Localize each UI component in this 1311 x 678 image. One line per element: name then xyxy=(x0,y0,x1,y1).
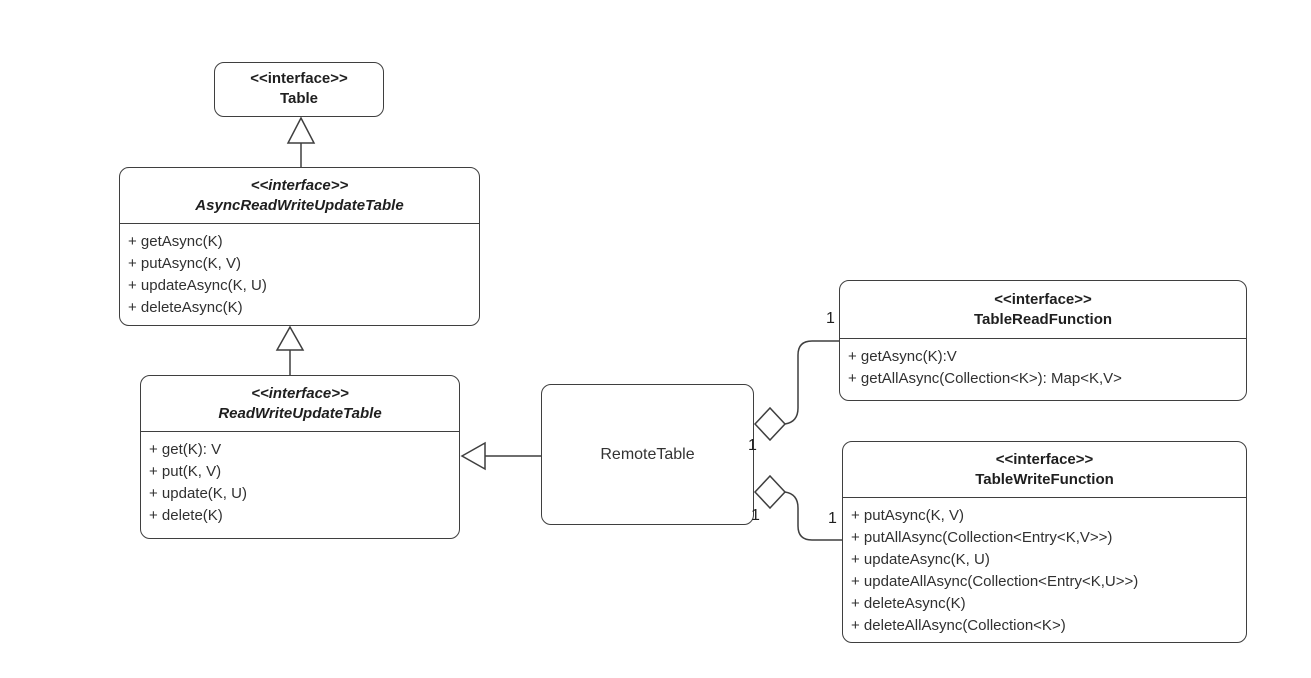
class-name: TableWriteFunction xyxy=(975,470,1114,488)
multiplicity-label-write-at-function: 1 xyxy=(828,510,837,527)
method: + get(K): V xyxy=(149,441,222,458)
class-name: AsyncReadWriteUpdateTable xyxy=(195,196,404,214)
stereotype-label: <<interface>> xyxy=(995,450,1094,468)
method: + put(K, V) xyxy=(149,463,222,480)
class-box-remote-table: RemoteTable xyxy=(541,384,754,525)
aggregation-remote-to-writefunction xyxy=(753,474,842,541)
multiplicity-label-read-at-remote: 1 xyxy=(748,437,757,454)
method: + getAsync(K):V xyxy=(848,348,957,365)
hollow-triangle-icon xyxy=(286,116,316,144)
method: + updateAllAsync(Collection<Entry<K,U>>) xyxy=(851,573,1139,590)
method: + deleteAsync(K) xyxy=(128,299,243,316)
hollow-triangle-icon xyxy=(275,325,305,351)
generalization-arrow-remote-to-rwu xyxy=(460,441,541,471)
method-list: + putAsync(K, V) + putAllAsync(Collectio… xyxy=(843,498,1246,637)
method-list: + get(K): V + put(K, V) + update(K, U) +… xyxy=(141,432,459,527)
generalization-arrow-async-to-table xyxy=(286,116,316,169)
class-name: ReadWriteUpdateTable xyxy=(218,404,382,422)
class-name: RemoteTable xyxy=(600,445,695,463)
multiplicity-label-read-at-function: 1 xyxy=(826,310,835,327)
generalization-arrow-rwu-to-async xyxy=(275,325,305,375)
method: + putAsync(K, V) xyxy=(128,255,241,272)
stereotype-label: <<interface>> xyxy=(250,176,349,194)
method: + updateAsync(K, U) xyxy=(851,551,990,568)
method: + getAllAsync(Collection<K>): Map<K,V> xyxy=(848,370,1122,387)
method: + updateAsync(K, U) xyxy=(128,277,267,294)
method: + putAsync(K, V) xyxy=(851,507,964,524)
class-box-table: <<interface>> Table xyxy=(214,62,384,117)
method: + getAsync(K) xyxy=(128,233,223,250)
multiplicity-label-write-at-remote: 1 xyxy=(751,507,760,524)
class-name: TableReadFunction xyxy=(973,310,1113,328)
class-box-table-read-function: <<interface>> TableReadFunction + getAsy… xyxy=(839,280,1247,401)
hollow-diamond-icon xyxy=(753,406,787,442)
method: + deleteAsync(K) xyxy=(851,595,966,612)
stereotype-label: <<interface>> xyxy=(250,70,348,87)
method: + delete(K) xyxy=(149,507,223,524)
hollow-triangle-icon xyxy=(460,441,486,471)
stereotype-label: <<interface>> xyxy=(251,384,349,402)
hollow-diamond-icon xyxy=(753,474,787,510)
class-box-table-write-function: <<interface>> TableWriteFunction + putAs… xyxy=(842,441,1247,643)
aggregation-remote-to-readfunction xyxy=(753,340,839,442)
method: + update(K, U) xyxy=(149,485,247,502)
class-name: Table xyxy=(279,90,319,107)
method-list: + getAsync(K):V + getAllAsync(Collection… xyxy=(840,339,1246,390)
class-box-async-read-write-update-table: <<interface>> AsyncReadWriteUpdateTable … xyxy=(119,167,480,326)
method: + deleteAllAsync(Collection<K>) xyxy=(851,617,1066,634)
class-box-read-write-update-table: <<interface>> ReadWriteUpdateTable + get… xyxy=(140,375,460,539)
method-list: + getAsync(K) + putAsync(K, V) + updateA… xyxy=(120,224,479,319)
method: + putAllAsync(Collection<Entry<K,V>>) xyxy=(851,529,1113,546)
stereotype-label: <<interface>> xyxy=(994,290,1092,308)
